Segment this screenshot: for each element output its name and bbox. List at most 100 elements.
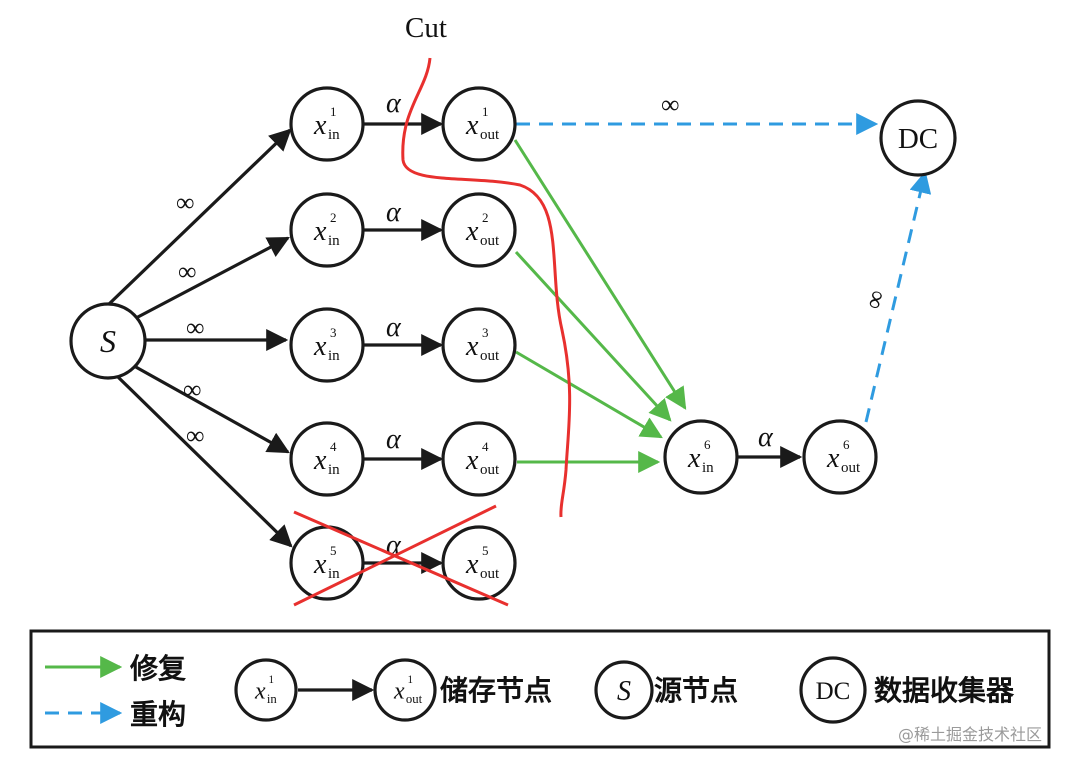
node-xout-2-sup: 2 xyxy=(482,210,489,225)
failed-cross-line-a xyxy=(293,510,509,607)
node-xout-3-sup: 3 xyxy=(482,325,489,340)
node-xout-6-sub: out xyxy=(841,460,861,476)
node-xin-4-sup: 4 xyxy=(330,439,337,454)
node-xin-3-var: x xyxy=(313,331,327,362)
node-xout-2-circle xyxy=(441,192,517,268)
legend-storage-label: 储存节点 xyxy=(440,674,552,707)
cut-label: Cut xyxy=(405,12,447,44)
legend-node-dc-label: DC xyxy=(816,678,851,705)
collector-node-dc: DC xyxy=(879,99,957,177)
node-xout-3-var: x xyxy=(465,331,479,362)
source-node-s: S xyxy=(69,302,147,380)
node-xin-5-sup: 5 xyxy=(330,543,337,558)
node-xout-4-sup: 4 xyxy=(482,439,489,454)
collector-node-dc-label: DC xyxy=(898,123,938,155)
legend-source-label: 源节点 xyxy=(654,674,738,707)
node-xin-3-sub: in xyxy=(328,348,340,364)
node-xin-1-var: x xyxy=(313,110,327,141)
node-xin-4-circle xyxy=(289,421,365,497)
node-xout-2-sub: out xyxy=(480,233,500,249)
alpha-label-3: α xyxy=(386,312,402,343)
alpha-label-6: α xyxy=(758,422,774,453)
node-xout-6-sup: 6 xyxy=(843,437,850,452)
node-xout-5-sub: out xyxy=(480,566,500,582)
legend-node-s: S xyxy=(594,660,654,720)
repair-edge-xout3-xin6 xyxy=(515,350,663,439)
edge-s-to-xin4 xyxy=(133,364,290,454)
node-xout-2-var: x xyxy=(465,216,479,247)
node-xin-5-var: x xyxy=(313,549,327,580)
repair-edges xyxy=(513,139,687,473)
node-xout-1-var: x xyxy=(465,110,479,141)
node-xin-6-sub: in xyxy=(702,460,714,476)
alpha-edges xyxy=(364,113,803,574)
source-edges xyxy=(106,128,293,548)
legend-node-xin-circle xyxy=(234,658,298,722)
node-xout-3-sub: out xyxy=(480,348,500,364)
rebuild-edge-xout6-dc xyxy=(864,170,932,423)
inf-label-2: ∞ xyxy=(178,257,197,286)
inf-label-1: ∞ xyxy=(176,188,195,217)
node-xin-1-sup: 1 xyxy=(330,104,337,119)
alpha-label-2: α xyxy=(386,197,402,228)
node-xin-3-sup: 3 xyxy=(330,325,337,340)
cut-curve xyxy=(401,57,572,518)
failed-node-cross xyxy=(293,504,509,607)
legend-node-xout-sub: out xyxy=(406,692,423,706)
legend-collector-label: 数据收集器 xyxy=(874,674,1015,707)
inf-label-5: ∞ xyxy=(186,421,205,450)
legend-node-xin-sup: 1 xyxy=(269,674,275,686)
node-xout-1-circle xyxy=(441,86,517,162)
legend-node-xin-var: x xyxy=(254,679,266,705)
node-xin-6-circle xyxy=(663,419,739,495)
node-xout-4-circle xyxy=(441,421,517,497)
alpha-label-4: α xyxy=(386,424,402,455)
node-xin-6-var: x xyxy=(687,443,701,474)
node-xout-3-circle xyxy=(441,307,517,383)
node-xin-1-circle xyxy=(289,86,365,162)
node-xout-1-sub: out xyxy=(480,127,500,143)
node-xin-5-sub: in xyxy=(328,566,340,582)
rebuild-edges: ∞ ∞ xyxy=(516,90,932,423)
legend-box xyxy=(29,629,1051,749)
node-xout-5-sup: 5 xyxy=(482,543,489,558)
source-node-s-circle xyxy=(69,302,147,380)
repair-edge-xout2-xin6 xyxy=(514,250,672,422)
legend-node-xin-sub: in xyxy=(267,692,278,706)
inf-label-rebuild-top: ∞ xyxy=(661,90,680,119)
node-xout-6-circle xyxy=(802,419,878,495)
node-xin-3-circle xyxy=(289,307,365,383)
node-xin-6-sup: 6 xyxy=(704,437,711,452)
legend-node-dc: DC xyxy=(799,656,867,724)
node-xin-2-sup: 2 xyxy=(330,210,337,225)
inf-label-rebuild-right: ∞ xyxy=(858,287,891,312)
alpha-labels: α α α α α α xyxy=(386,88,774,561)
node-xin-4-sub: in xyxy=(328,462,340,478)
failed-cross-line-b xyxy=(293,504,497,607)
source-edge-labels: ∞ ∞ ∞ ∞ ∞ xyxy=(176,188,205,450)
legend-node-xout-sup: 1 xyxy=(408,674,414,686)
edge-s-to-xin5 xyxy=(116,375,293,548)
node-xout-4-var: x xyxy=(465,445,479,476)
node-xin-1-sub: in xyxy=(328,127,340,143)
node-xin-2-var: x xyxy=(313,216,327,247)
node-xout-5-circle xyxy=(441,525,517,601)
edge-s-to-xin2 xyxy=(135,236,290,320)
